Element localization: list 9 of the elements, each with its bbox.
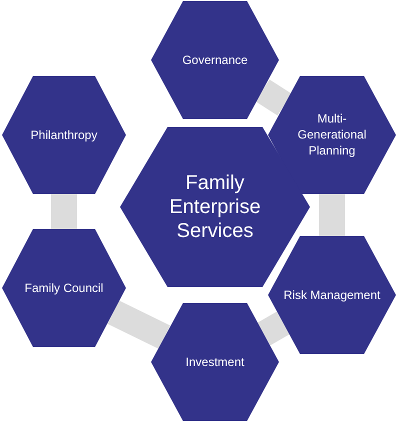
hexagon-label: Family Council (24, 280, 104, 296)
hexagon-label: Investment (184, 354, 246, 370)
hexagon-label: Risk Management (282, 286, 382, 304)
hexagon-label: Multi-Generational Planning (296, 110, 368, 160)
connector-band (51, 194, 77, 229)
hexagon-label: Philanthropy (30, 126, 98, 144)
hexagon-label: Family Enterprise Services (168, 171, 262, 243)
hexagon-label: Governance (181, 52, 249, 68)
connector-band (257, 312, 290, 346)
